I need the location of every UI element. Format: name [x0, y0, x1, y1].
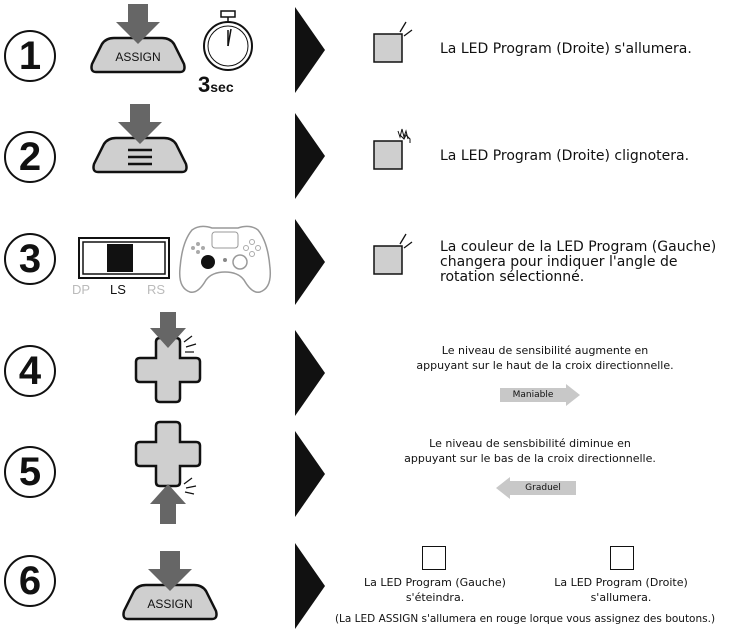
step-3-text-line-3: rotation sélectionné. [440, 269, 585, 285]
step-6-right-line-1: La LED Program (Droite) [554, 576, 688, 589]
led-off-left-icon [422, 546, 446, 570]
step-6-right-line-2: s'allumera. [590, 591, 652, 604]
step-4-text-line-2: appuyant sur le haut de la croix directi… [416, 359, 674, 372]
decrease-arrow-icon [496, 477, 576, 499]
step-arrow-2 [295, 113, 325, 199]
step-number-6: 6 [4, 555, 56, 607]
timer-value: 3 [198, 72, 211, 97]
step-number-1: 1 [4, 30, 56, 82]
controller-icon [178, 225, 272, 293]
switch-label-rs: RS [147, 282, 166, 297]
tag-graduel: Graduel [525, 483, 561, 493]
timer-unit: sec [210, 79, 234, 95]
step-arrow-3 [295, 219, 325, 305]
step-number-3: 3 [4, 233, 56, 285]
step-5-text-line-2: appuyant sur le bas de la croix directio… [404, 452, 656, 465]
step-6-left-line-1: La LED Program (Gauche) [364, 576, 506, 589]
step-4-text-line-1: Le niveau de sensibilité augmente en [441, 344, 649, 357]
step-5-text-line-1: Le niveau de sensbibilité diminue en [429, 437, 631, 450]
step-6-left-line-2: s'éteindra. [405, 591, 465, 604]
led-on-icon-1 [373, 21, 413, 63]
menu-button-icon [92, 104, 188, 174]
step-number-4: 4 [4, 345, 56, 397]
led-on-icon-3 [373, 233, 413, 275]
step-3-text-line-2: changera pour indiquer l'angle de [440, 254, 678, 270]
increase-arrow-icon [500, 384, 580, 406]
led-blink-icon-2 [373, 128, 411, 170]
step-3-text-line-1: La couleur de la LED Program (Gauche) [440, 239, 717, 255]
step-number-2: 2 [4, 131, 56, 183]
dpad-up-pressed-icon [134, 312, 202, 404]
tag-maniable: Maniable [512, 390, 554, 400]
assign-button-icon [90, 4, 186, 74]
step-2-text: La LED Program (Droite) clignotera. [440, 148, 690, 164]
timer-label: 3sec [198, 72, 234, 98]
step-6-note: (La LED ASSIGN s'allumera en rouge lorqu… [334, 613, 716, 625]
assign-button-label: ASSIGN [115, 50, 161, 64]
step-arrow-4 [295, 330, 325, 416]
dpad-down-pressed-icon [134, 420, 202, 524]
stopwatch-icon [203, 10, 253, 71]
assign-button-label-step6: ASSIGN [147, 597, 193, 611]
assign-button-icon-step6 [122, 551, 218, 621]
step-arrow-5 [295, 431, 325, 517]
step-arrow-6 [295, 543, 325, 629]
led-on-right-icon [610, 546, 634, 570]
step-1-text: La LED Program (Droite) s'allumera. [440, 41, 692, 57]
switch-label-ls: LS [110, 282, 126, 297]
switch-label-dp: DP [72, 282, 91, 297]
step-number-5: 5 [4, 446, 56, 498]
step-arrow-1 [295, 7, 325, 93]
mode-switch-icon [78, 237, 170, 279]
